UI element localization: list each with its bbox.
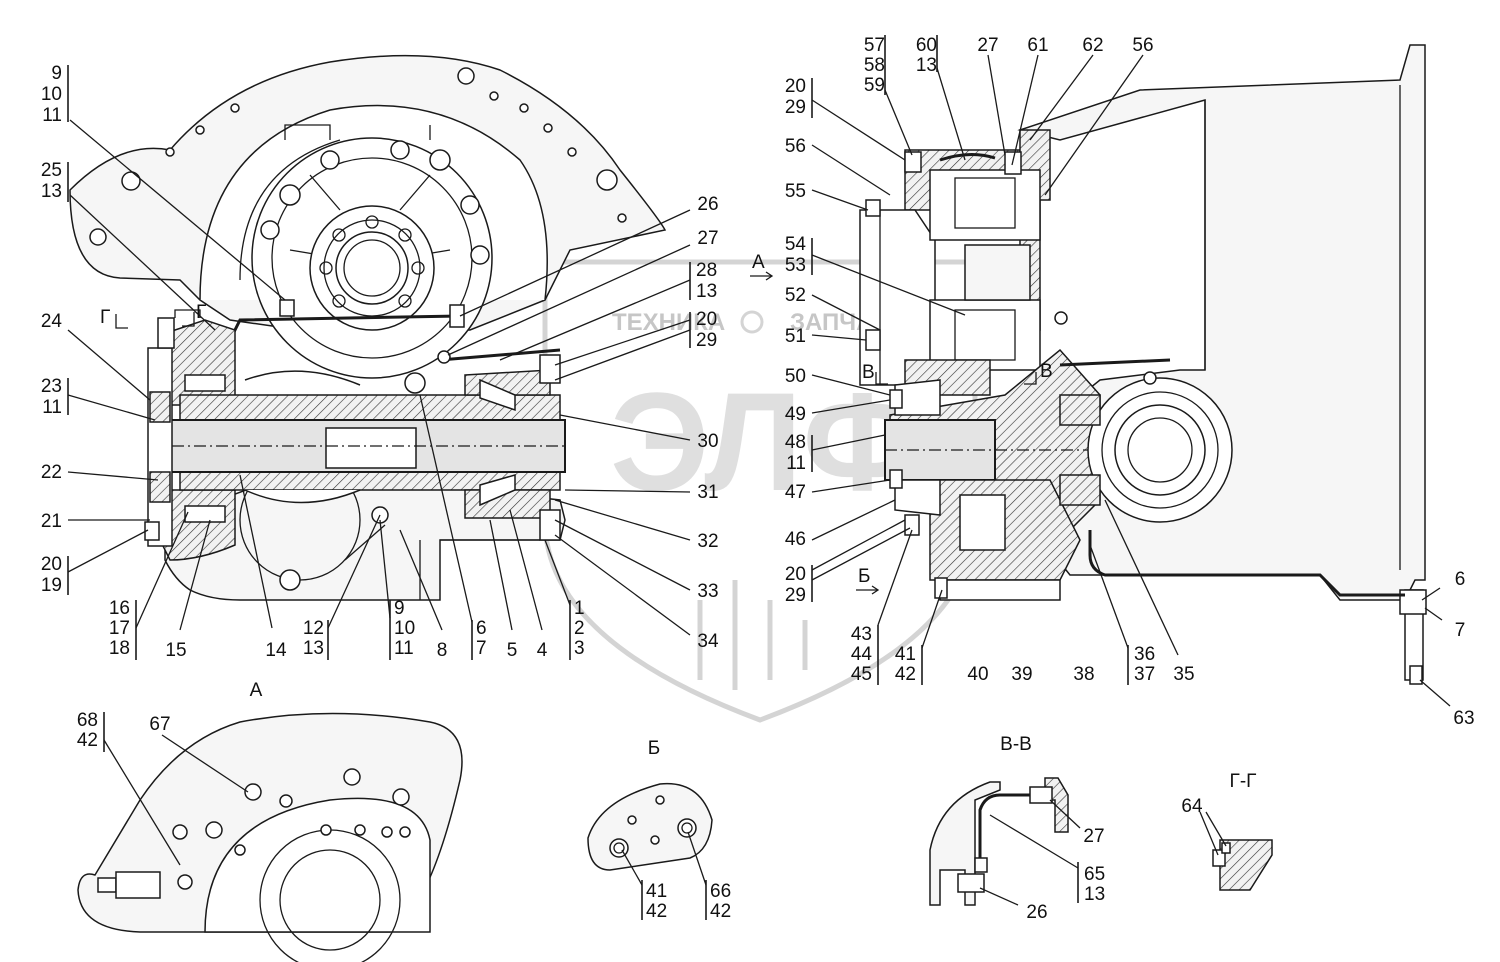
label-21: 21 — [41, 511, 62, 532]
left-housing — [69, 54, 667, 379]
view-b — [587, 782, 713, 871]
label-55: 55 — [785, 181, 806, 202]
label-61: 61 — [1027, 35, 1048, 56]
label-51: 51 — [785, 326, 806, 347]
label-27: 27 — [697, 228, 718, 249]
watermark-logo: ЭЛФ — [610, 363, 922, 520]
section-g-right-label: Г — [196, 302, 206, 323]
label-63: 63 — [1453, 708, 1474, 729]
section-v-right-label: В — [1040, 361, 1053, 382]
view-a-bolts — [172, 768, 411, 856]
label-7: 7 — [1455, 620, 1466, 641]
label-38: 38 — [1073, 664, 1094, 685]
view-b-title: Б — [648, 738, 660, 759]
watermark-text-left: ТЕХНИКА — [612, 309, 725, 336]
view-a — [77, 712, 463, 962]
view-vv — [929, 777, 1069, 906]
label-31: 31 — [697, 482, 718, 503]
label-27-top: 27 — [977, 35, 998, 56]
label-56-top: 56 — [1132, 35, 1153, 56]
main-shaft-assembly — [144, 309, 566, 601]
view-arrow-b-label: Б — [858, 566, 870, 587]
label-67: 67 — [149, 714, 170, 735]
label-4: 4 — [537, 640, 548, 661]
view-a-title: А — [250, 680, 263, 701]
label-52: 52 — [785, 285, 806, 306]
label-15: 15 — [165, 640, 186, 661]
label-62: 62 — [1082, 35, 1103, 56]
view-arrow-a-label: А — [752, 252, 765, 273]
label-56: 56 — [785, 136, 806, 157]
label-30: 30 — [697, 431, 718, 452]
label-47: 47 — [785, 482, 806, 503]
label-22: 22 — [41, 462, 62, 483]
label-32: 32 — [697, 531, 718, 552]
view-gg-title: Г-Г — [1230, 771, 1257, 792]
section-v-left-label: В — [862, 362, 875, 383]
view-vv-title: В-В — [1000, 734, 1032, 755]
label-50: 50 — [785, 366, 806, 387]
label-8: 8 — [437, 640, 448, 661]
label-vgg-64: 64 — [1181, 796, 1203, 817]
label-5: 5 — [507, 640, 518, 661]
label-46: 46 — [785, 529, 806, 550]
label-49: 49 — [785, 404, 806, 425]
view-gg — [1212, 839, 1273, 891]
leader-lines — [67, 54, 1451, 906]
bearing-rollers — [319, 215, 425, 308]
flange-bolt-holes — [89, 67, 627, 246]
label-6: 6 — [1455, 569, 1466, 590]
callout-bars — [67, 35, 1129, 920]
label-vvv-27: 27 — [1083, 826, 1104, 847]
label-26: 26 — [697, 194, 718, 215]
right-assembly — [859, 44, 1427, 685]
label-vvv-26: 26 — [1026, 902, 1047, 923]
label-14: 14 — [265, 640, 287, 661]
label-33: 33 — [697, 581, 718, 602]
view-markers: А Б В В Г Г — [100, 252, 1053, 595]
watermark: ТЕХНИКА ЗАПЧАСТИ ЭЛФ — [542, 259, 978, 723]
label-39: 39 — [1011, 664, 1032, 685]
label-35: 35 — [1173, 664, 1194, 685]
label-24: 24 — [41, 311, 63, 332]
gear-holes — [260, 140, 490, 265]
label-34: 34 — [697, 631, 719, 652]
view-titles: А Б В-В Г-Г — [250, 680, 1257, 792]
section-g-left-label: Г — [100, 307, 110, 328]
label-40: 40 — [967, 664, 988, 685]
